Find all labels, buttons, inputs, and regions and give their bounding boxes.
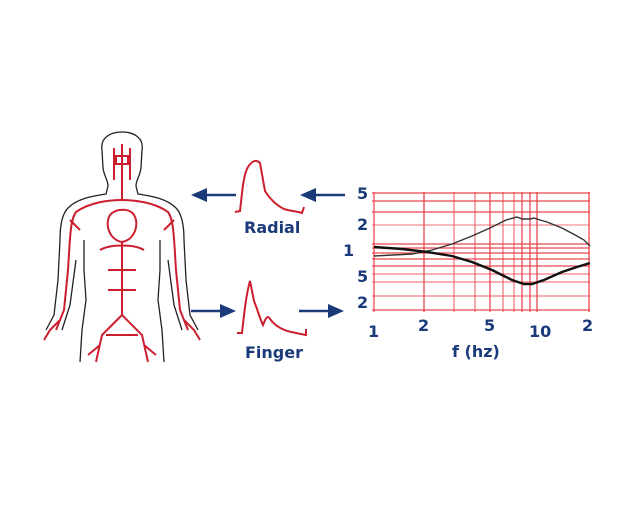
chart-grid — [372, 192, 590, 312]
y-tick-label: 2 — [357, 293, 369, 312]
frequency-response-chart — [372, 192, 591, 312]
finger-label: Finger — [245, 343, 303, 362]
y-tick-label: 5 — [357, 267, 369, 286]
lower-curve — [373, 245, 591, 286]
x-tick-label: 10 — [529, 322, 552, 341]
upper-curve — [373, 216, 591, 257]
x-tick-label: 1 — [368, 322, 380, 341]
x-tick-label: 2 — [582, 316, 594, 335]
radial-label: Radial — [244, 218, 301, 237]
x-axis-label: f (hz) — [452, 342, 500, 361]
arrow-right-icon — [299, 304, 344, 318]
arrow-left-icon — [300, 188, 345, 202]
human-body-arterial-diagram — [43, 131, 201, 363]
x-tick-label: 2 — [418, 316, 430, 335]
x-tick-label: 5 — [484, 316, 496, 335]
y-tick-label: 1 — [343, 241, 355, 260]
y-tick-label: 5 — [357, 184, 369, 203]
radial-waveform — [234, 159, 305, 215]
arrow-right-icon — [191, 304, 236, 318]
y-tick-label: 2 — [357, 215, 369, 234]
finger-waveform — [237, 280, 307, 337]
arrow-left-icon — [191, 188, 236, 202]
